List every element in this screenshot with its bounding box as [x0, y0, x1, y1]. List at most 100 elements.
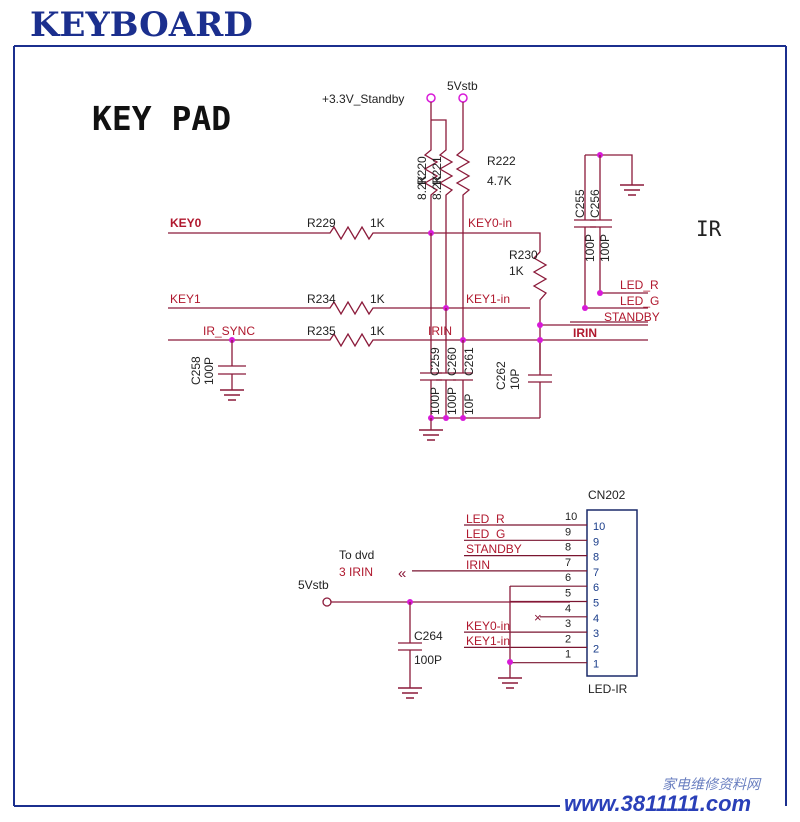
- power-vstb-terminal: [458, 93, 468, 103]
- standby-label: STANDBY: [604, 310, 660, 324]
- junction-dot: [460, 415, 466, 421]
- c262-value: 10P: [508, 369, 522, 390]
- led-g-label: LED_G: [620, 294, 659, 308]
- irin-label: IRIN: [573, 326, 597, 340]
- c260-name: C260: [445, 347, 459, 376]
- watermark-url: www.3811111.com: [564, 791, 751, 816]
- c261-value: 10P: [462, 394, 476, 415]
- ir-sync-label: IR_SYNC: [203, 324, 255, 338]
- r229-value: 1K: [370, 216, 385, 230]
- pin7-signal: IRIN: [466, 558, 490, 572]
- connector-pin-label: 10: [593, 521, 605, 533]
- connector-pin-label: 8: [593, 552, 599, 564]
- connector-body: [586, 509, 638, 677]
- c258-value: 100P: [202, 357, 216, 385]
- key0-label: KEY0: [170, 216, 202, 230]
- vstb2-terminal: [322, 597, 332, 607]
- dvd-line2: 3 IRIN: [339, 565, 373, 579]
- connector-pin-number: 9: [565, 526, 571, 538]
- connector-pin-label: 1: [593, 659, 599, 671]
- r221-value: 8.2K: [430, 175, 444, 200]
- power-standby-terminal: [426, 93, 436, 103]
- section-title: KEY PAD: [92, 99, 231, 138]
- ground-symbol: [220, 389, 244, 401]
- c262-name: C262: [494, 361, 508, 390]
- pin8-signal: STANDBY: [466, 542, 522, 556]
- c264-capacitor: [398, 602, 422, 688]
- dvd-arrow-icon: «: [398, 565, 406, 582]
- c260-capacitor: [436, 308, 456, 418]
- connector-pin-label: 9: [593, 536, 599, 548]
- watermark-cn: 家电维修资料网: [662, 777, 762, 793]
- key0-in-label: KEY0-in: [468, 216, 512, 230]
- connector-name: CN202: [588, 488, 626, 502]
- r230-value: 1K: [509, 264, 524, 278]
- connector-pin-number: 4: [565, 603, 571, 615]
- r230-resistor: [532, 251, 548, 370]
- r222-value: 4.7K: [487, 174, 512, 188]
- r221-name: R221: [430, 156, 444, 185]
- pin2-signal: KEY1-in: [466, 634, 510, 648]
- connector-pin-label: 4: [593, 613, 599, 625]
- c259-value: 100P: [428, 387, 442, 415]
- c259-capacitor: [420, 233, 442, 418]
- power-vstb-label: 5Vstb: [447, 79, 478, 93]
- junction-dot: [537, 337, 543, 343]
- r229-name: R229: [307, 216, 336, 230]
- r230-name: R230: [509, 248, 538, 262]
- r220-name: R220: [415, 156, 429, 185]
- c259-name: C259: [428, 347, 442, 376]
- connector-pin-number: 6: [565, 572, 571, 584]
- connector-pin-number: 10: [565, 511, 577, 523]
- ir-cap-ground-wire: [585, 154, 633, 185]
- ground-symbol: [498, 677, 522, 689]
- connector-pin-number: 2: [565, 633, 571, 645]
- c256-name: C256: [588, 189, 602, 218]
- c255-capacitor: [574, 155, 648, 309]
- c261-capacitor: [453, 340, 473, 418]
- r235-value: 1K: [370, 324, 385, 338]
- standby-rail-wire: [430, 102, 447, 130]
- pin9-signal: LED_G: [466, 527, 505, 541]
- r220-value: 8.2K: [415, 175, 429, 200]
- junction-dot: [537, 322, 543, 328]
- c256-capacitor: [590, 155, 648, 294]
- connector-pin-number: 1: [565, 649, 571, 661]
- r235-name: R235: [307, 324, 336, 338]
- pin3-signal: KEY0-in: [466, 619, 510, 633]
- c264-value: 100P: [414, 653, 442, 667]
- junction-dot: [582, 305, 588, 311]
- connector-pin-number: 3: [565, 618, 571, 630]
- c255-value: 100P: [583, 234, 597, 262]
- c261-name: C261: [462, 347, 476, 376]
- r222-name: R222: [487, 154, 516, 168]
- led-r-label: LED_R: [620, 278, 659, 292]
- connector-pin-label: 3: [593, 628, 599, 640]
- nc-mark-icon: ×: [534, 610, 542, 625]
- junction-dot: [443, 415, 449, 421]
- pin10-signal: LED_R: [466, 512, 505, 526]
- junction-dot: [597, 290, 603, 296]
- ground-symbol: [620, 184, 644, 196]
- r220-resistor: [423, 130, 439, 233]
- c258-name: C258: [189, 356, 203, 385]
- connector-pin-label: 7: [593, 567, 599, 579]
- ground-symbol: [419, 429, 443, 441]
- connector-pin-number: 7: [565, 557, 571, 569]
- connector-pin-label: 2: [593, 643, 599, 655]
- connector-pin-number: 5: [565, 588, 571, 600]
- r234-value: 1K: [370, 292, 385, 306]
- connector-pin-label: 6: [593, 582, 599, 594]
- connector-pin-number: 8: [565, 542, 571, 554]
- irsync-wire: [168, 332, 648, 348]
- c264-name: C264: [414, 629, 443, 643]
- c256-value: 100P: [598, 234, 612, 262]
- key0-wire: [168, 225, 541, 252]
- ground-symbol: [398, 687, 422, 699]
- key1-wire: [168, 300, 530, 316]
- r222-resistor: [455, 149, 471, 340]
- r221-resistor: [438, 130, 454, 308]
- c262-capacitor: [528, 340, 552, 418]
